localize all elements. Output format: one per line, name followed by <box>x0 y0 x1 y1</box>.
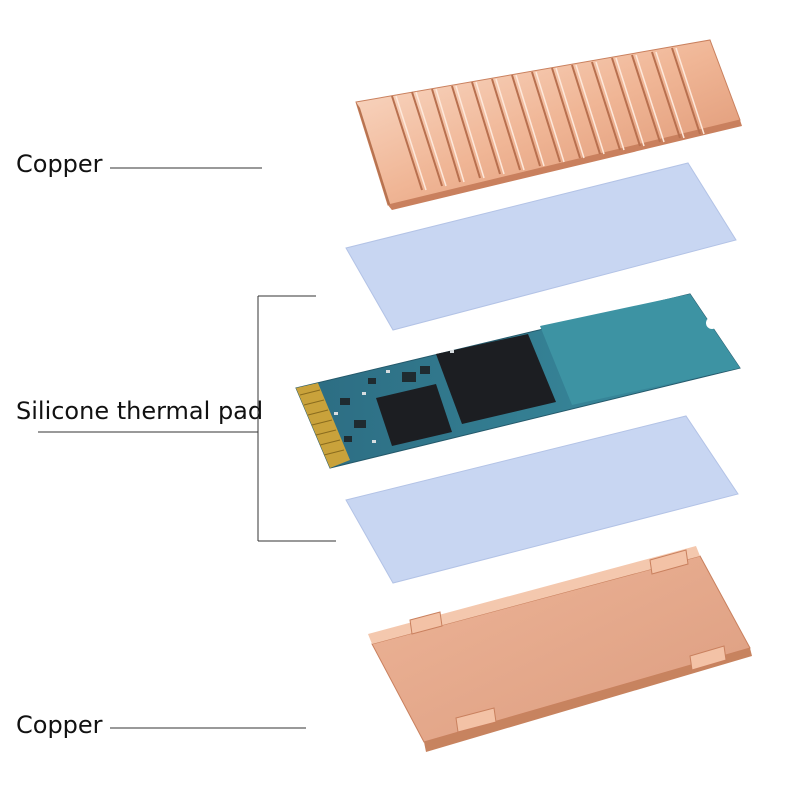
leader-bracket-silicone-pad <box>38 295 336 542</box>
upper-thermal-pad <box>345 162 737 331</box>
lower-thermal-pad <box>345 415 739 584</box>
label-silicone-thermal-pad: Silicone thermal pad <box>16 397 264 425</box>
copper-base-plate <box>368 546 752 752</box>
m2-ssd <box>295 293 741 469</box>
nand-chip <box>436 334 556 424</box>
label-copper-bottom: Copper <box>16 711 103 739</box>
controller-chip <box>376 384 452 446</box>
label-copper-top: Copper <box>16 150 103 178</box>
copper-heatsink <box>355 39 742 210</box>
